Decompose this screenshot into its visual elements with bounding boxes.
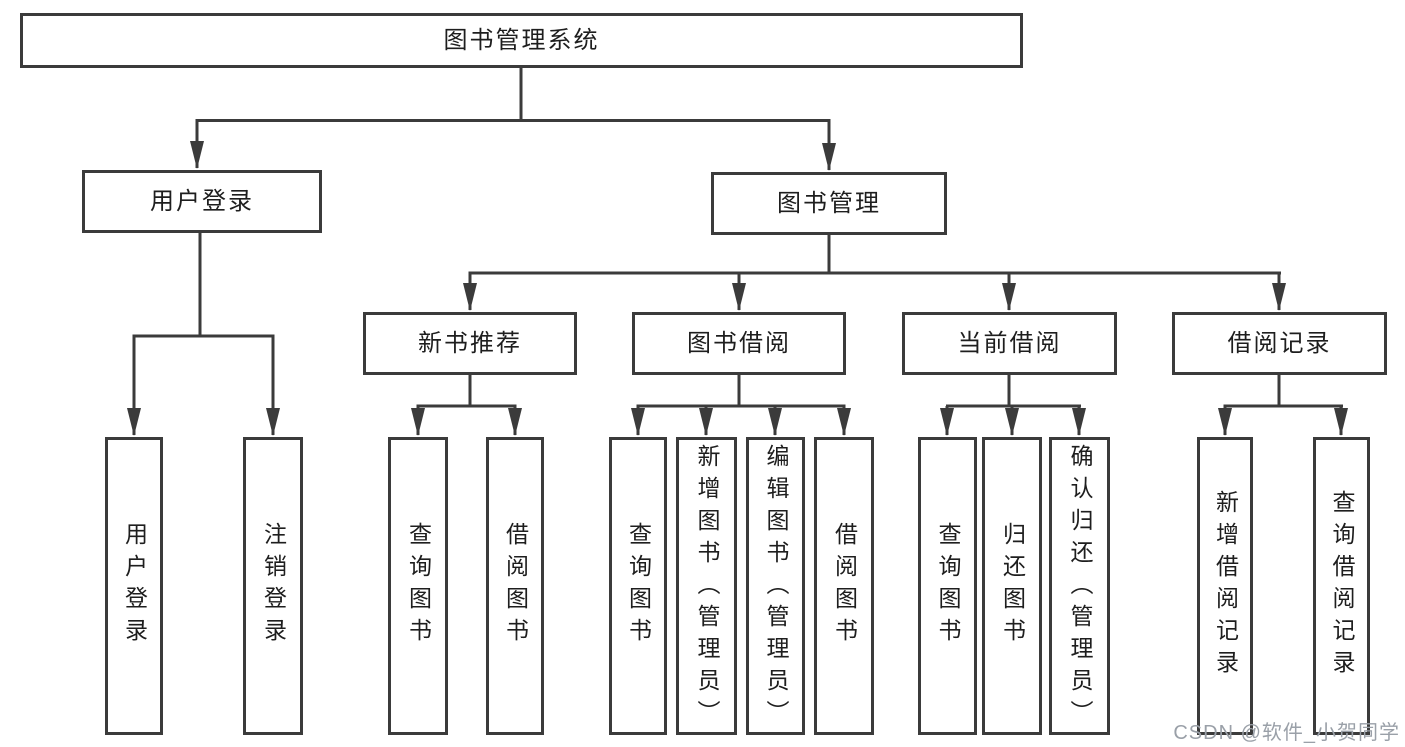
node-root: 图书管理系统	[20, 13, 1023, 68]
node-br-add: 新增借阅记录	[1197, 437, 1253, 735]
node-borrow-records: 借阅记录	[1172, 312, 1387, 375]
node-br-query: 查询借阅记录	[1313, 437, 1370, 735]
node-cb-query: 查询图书	[918, 437, 977, 735]
node-bb-query: 查询图书	[609, 437, 667, 735]
node-nb-query: 查询图书	[388, 437, 448, 735]
watermark: CSDN @软件_小贺同学	[1173, 722, 1400, 744]
node-bb-add: 新增图书（管理员）	[676, 437, 737, 735]
node-leaf-user-login: 用户登录	[105, 437, 163, 735]
node-user-login: 用户登录	[82, 170, 322, 233]
node-new-books: 新书推荐	[363, 312, 577, 375]
connector-arrows	[127, 120, 1348, 436]
node-nb-borrow: 借阅图书	[486, 437, 544, 735]
node-bb-edit: 编辑图书（管理员）	[746, 437, 805, 735]
node-leaf-logout: 注销登录	[243, 437, 303, 735]
node-cb-return: 归还图书	[982, 437, 1042, 735]
node-cb-confirm: 确认归还（管理员）	[1049, 437, 1110, 735]
node-book-borrow: 图书借阅	[632, 312, 846, 375]
node-current-borrow: 当前借阅	[902, 312, 1117, 375]
node-bb-borrow: 借阅图书	[814, 437, 874, 735]
node-book-mgmt: 图书管理	[711, 172, 947, 235]
